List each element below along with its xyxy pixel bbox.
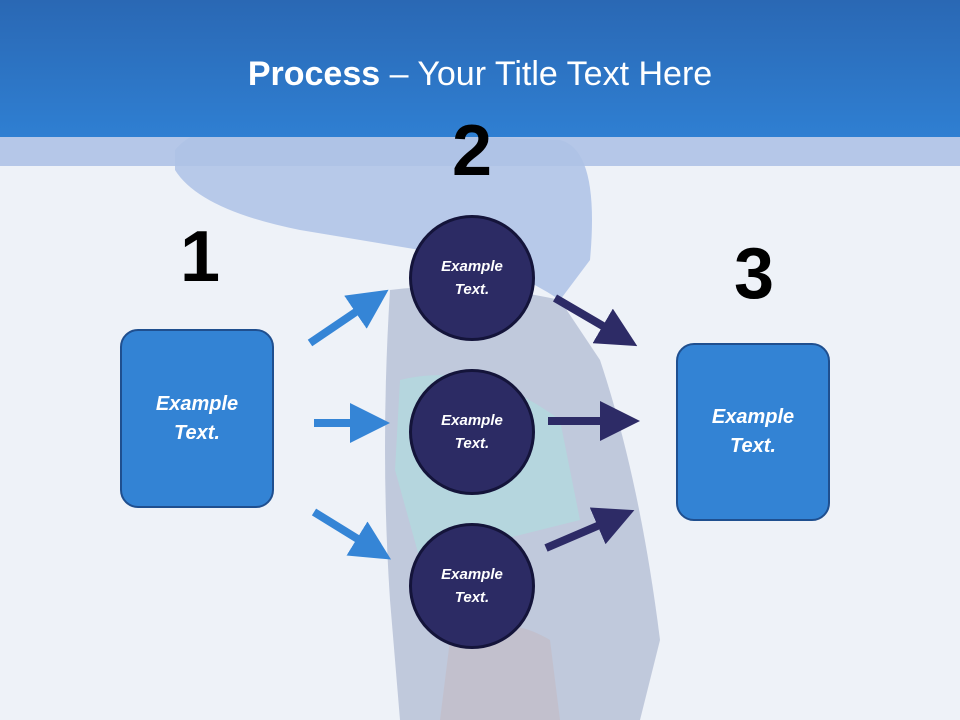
step-number-1: 1 [179,217,221,297]
circle-top: Example Text. [409,215,535,341]
circle-middle: Example Text. [409,369,535,495]
title-bold: Process [247,55,381,93]
circle-top-text: Example Text. [441,258,503,298]
circle-middle-text: Example Text. [441,412,503,452]
step-number-2: 2 [451,111,493,191]
header-bar [0,0,960,137]
step-number-3: 3 [733,234,775,314]
circle-bottom-text: Example Text. [441,566,503,606]
circle-bottom: Example Text. [409,523,535,649]
right-box-text: Example Text. [711,406,795,457]
left-box-text: Example Text. [155,392,239,444]
right-box: Example Text. [676,343,830,521]
left-box: Example Text. [120,329,274,508]
slide-title: Process – Your Title Text Here [0,52,960,96]
header-strip [0,137,960,166]
title-rest: – Your Title Text Here [380,55,713,93]
